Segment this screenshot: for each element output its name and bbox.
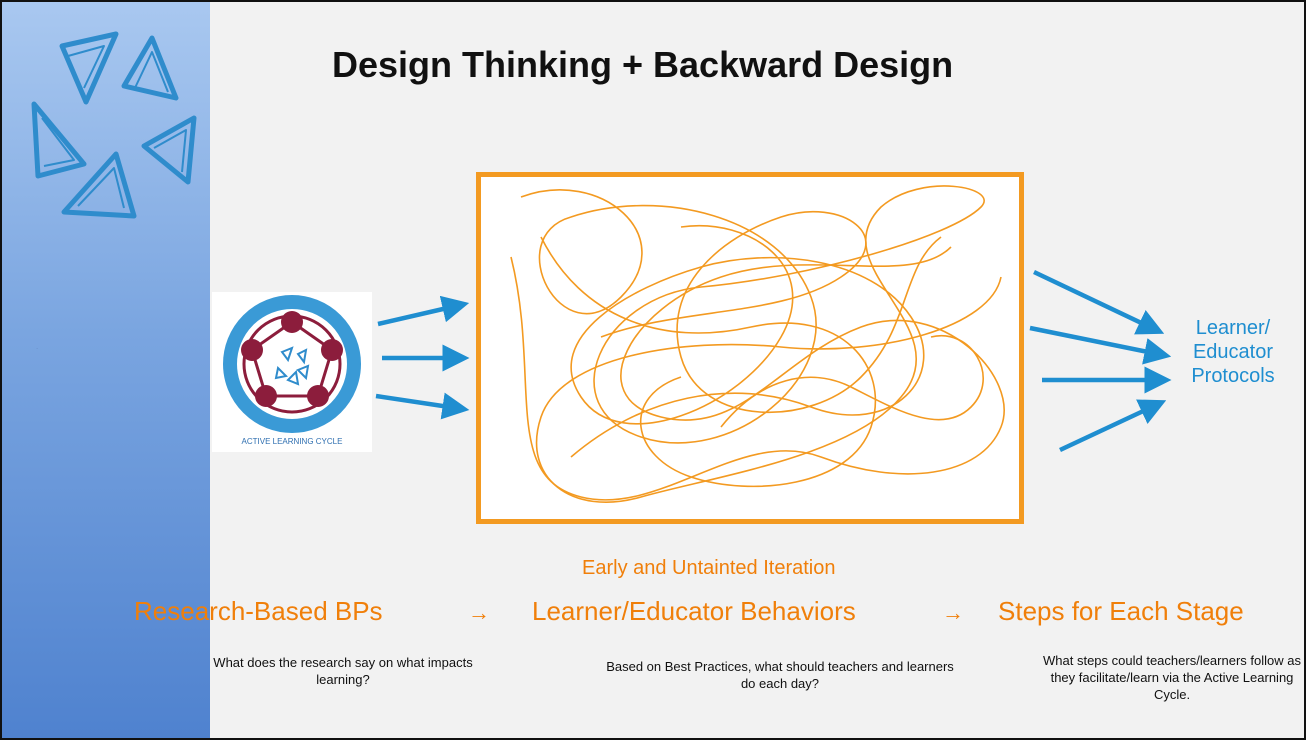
side-mark: . bbox=[36, 342, 39, 351]
stage-research-note: What does the research say on what impac… bbox=[213, 655, 473, 687]
flow-arrow-1: → bbox=[468, 600, 490, 625]
triangles-logo-icon bbox=[31, 31, 197, 219]
iteration-scribble-box bbox=[476, 172, 1024, 524]
stage-steps-label: Steps for Each Stage bbox=[998, 596, 1244, 626]
outcome-label: Learner/ Educator Protocols bbox=[1168, 316, 1298, 388]
stage-steps-note: What steps could teachers/learners follo… bbox=[1043, 653, 1301, 702]
outcome-line-3: Protocols bbox=[1191, 365, 1275, 387]
input-arrow-1 bbox=[377, 295, 470, 327]
input-arrow-3 bbox=[375, 392, 470, 420]
output-arrow-2 bbox=[1029, 325, 1172, 365]
flow-arrow-2: → bbox=[942, 600, 964, 625]
slide-title: Design Thinking + Backward Design bbox=[332, 44, 954, 85]
stage-behaviors-label: Learner/Educator Behaviors bbox=[532, 596, 856, 626]
outcome-line-2: Educator bbox=[1192, 341, 1274, 363]
logo-caption: ACTIVE LEARNING CYCLE bbox=[242, 437, 343, 446]
stage-research-label: Research-Based BPs bbox=[134, 596, 383, 626]
stage-behaviors-note: Based on Best Practices, what should tea… bbox=[606, 659, 954, 691]
output-arrow-4 bbox=[1059, 399, 1167, 453]
iteration-label: Early and Untainted Iteration bbox=[582, 557, 836, 579]
output-arrow-1 bbox=[1033, 269, 1165, 335]
scribble-lines bbox=[510, 185, 1005, 503]
active-learning-cycle-logo-icon: ACTIVE LEARNING CYCLE bbox=[212, 292, 372, 452]
outcome-line-1: Learner/ bbox=[1195, 317, 1271, 339]
